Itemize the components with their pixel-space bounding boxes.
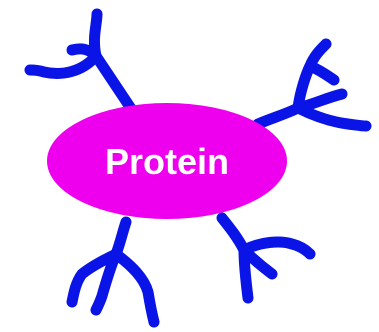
glycan-chain-lower-left xyxy=(72,222,154,322)
glycan-chain-upper-right xyxy=(258,44,366,126)
glycan-chain-lower-right xyxy=(222,218,310,298)
protein-label: Protein xyxy=(105,141,229,182)
glycan-chain-upper-left xyxy=(30,14,134,113)
